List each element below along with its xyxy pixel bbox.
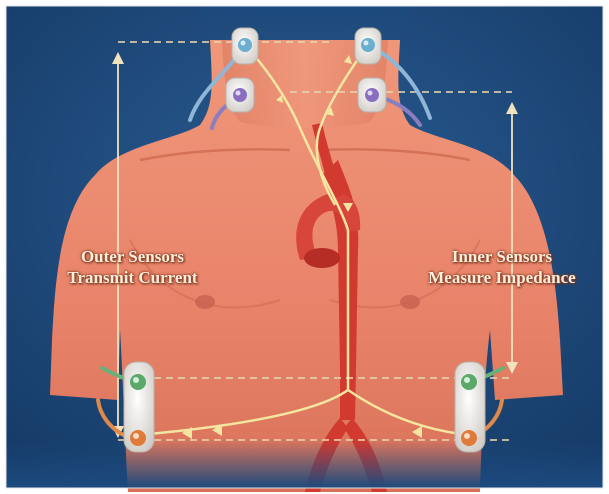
bottom-fade (6, 440, 603, 488)
sensor-neck-left-outer (232, 28, 258, 64)
aortic-root (304, 248, 340, 268)
sensor-neck-right-inner (358, 78, 386, 112)
right-nipple (400, 295, 420, 309)
sensor-chest-left (124, 362, 154, 452)
sensor-chest-right (455, 362, 485, 452)
left-nipple (195, 295, 215, 309)
sensor-neck-right-outer (355, 28, 381, 64)
sensor-neck-left-inner (226, 78, 254, 112)
top-fade (200, 6, 410, 26)
